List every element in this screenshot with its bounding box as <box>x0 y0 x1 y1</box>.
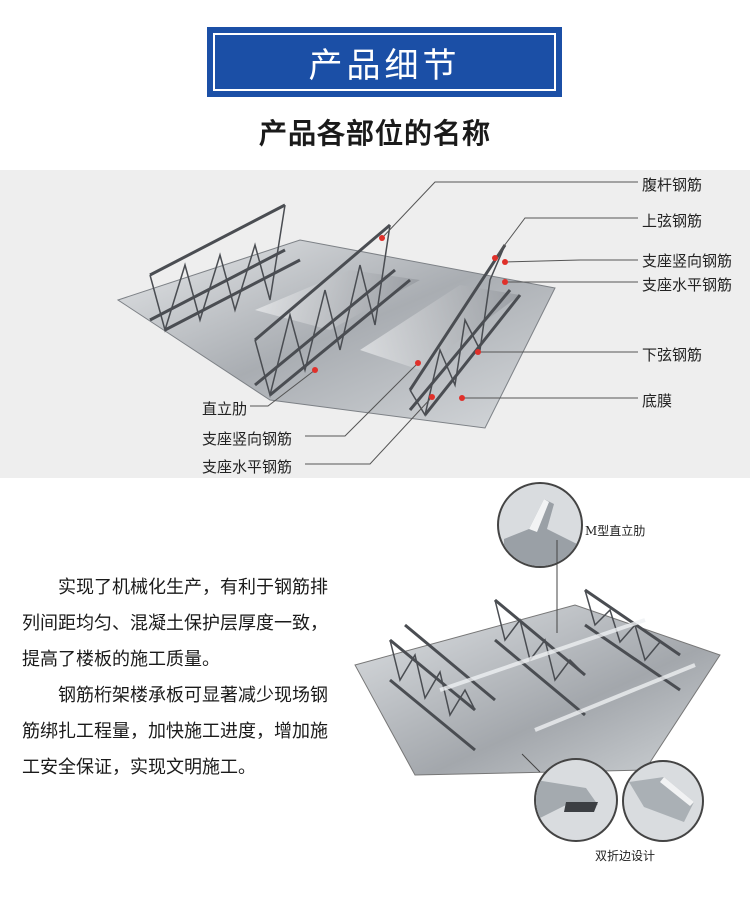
paragraph-mechanized-text: 实现了机械化生产，有利于钢筋排列间距均匀、混凝土保护层厚度一致，提高了楼板的施工… <box>22 577 328 670</box>
label-support-horizontal-left: 支座水平钢筋 <box>202 458 293 476</box>
double-fold-label: 双折边设计 <box>595 849 656 863</box>
part-markers <box>312 235 508 401</box>
fold-profile-icon-2 <box>629 777 694 822</box>
deck-rib-2 <box>360 285 520 370</box>
title-banner: 产品细节 <box>207 27 562 97</box>
fold-detail-circle-2 <box>622 760 704 842</box>
fold-detail-circle-1 <box>534 758 618 842</box>
leader-lines <box>250 181 638 465</box>
label-support-vertical-right: 支座竖向钢筋 <box>642 252 733 270</box>
truss-1 <box>149 203 301 333</box>
fold-profile-icon-1 <box>536 780 598 820</box>
m-rib-profile-icon <box>504 499 577 566</box>
m-rib-label: M型直立肋 <box>585 524 646 538</box>
label-base-film: 底膜 <box>642 392 673 410</box>
truss-3 <box>408 244 522 417</box>
label-support-horizontal-right: 支座水平钢筋 <box>642 276 733 294</box>
title-banner-frame: 产品细节 <box>213 33 556 91</box>
label-web-rebar: 腹杆钢筋 <box>642 176 703 194</box>
paragraph-efficiency: 钢筋桁架楼承板可显著减少现场钢筋绑扎工程量，加快施工进度，增加施工安全保证，实现… <box>22 678 344 786</box>
fold-pointer <box>521 753 541 773</box>
label-top-chord: 上弦钢筋 <box>642 212 703 230</box>
paragraph-efficiency-text: 钢筋桁架楼承板可显著减少现场钢筋绑扎工程量，加快施工进度，增加施工安全保证，实现… <box>22 685 328 778</box>
label-bottom-chord: 下弦钢筋 <box>642 346 703 364</box>
banner-title: 产品细节 <box>308 45 461 86</box>
truss-2 <box>254 223 411 398</box>
paragraph-mechanized: 实现了机械化生产，有利于钢筋排列间距均匀、混凝土保护层厚度一致，提高了楼板的施工… <box>22 570 344 678</box>
deck-product-photo <box>354 588 721 776</box>
truss-deck-illustration <box>116 181 638 465</box>
label-support-vertical-left: 支座竖向钢筋 <box>202 430 293 448</box>
section-subtitle: 产品各部位的名称 <box>258 117 491 150</box>
label-upright-rib: 直立肋 <box>202 400 248 418</box>
m-rib-pointer <box>556 540 558 633</box>
m-rib-detail-circle <box>497 482 583 568</box>
parts-diagram: 腹杆钢筋 上弦钢筋 支座竖向钢筋 支座水平钢筋 下弦钢筋 底膜 直立肋 支座竖向… <box>0 170 750 478</box>
